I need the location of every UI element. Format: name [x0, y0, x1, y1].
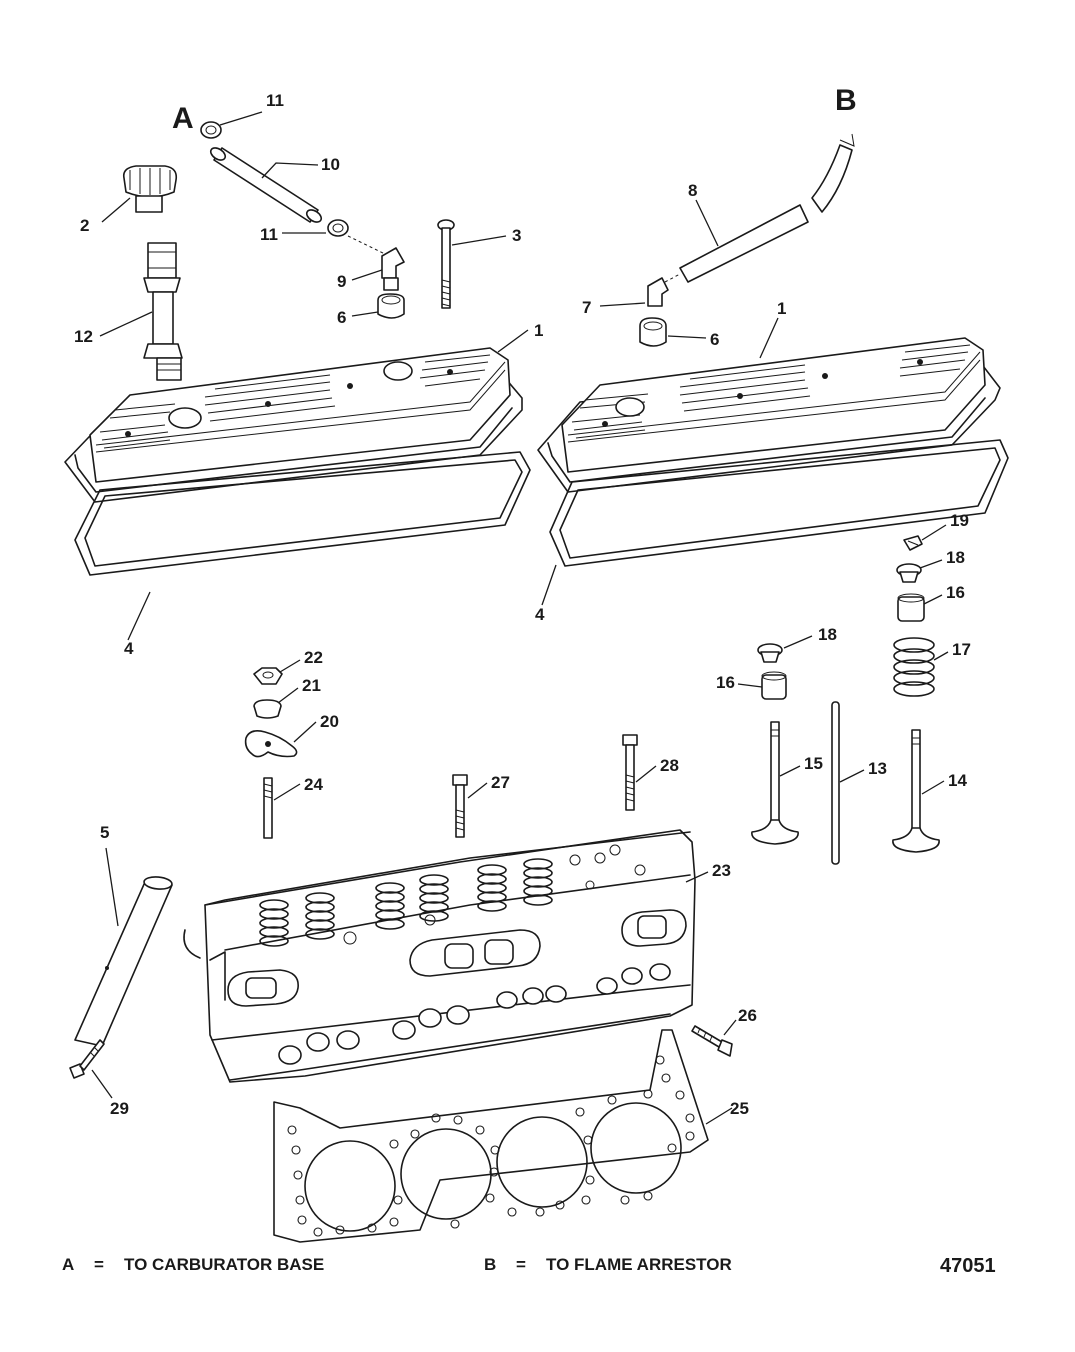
pushrod-13: [831, 701, 840, 865]
bolt-26: [691, 1025, 733, 1057]
callout-18-upper: 18: [946, 548, 965, 567]
rocker-ball-21: [253, 699, 282, 719]
valve-14: [892, 729, 940, 853]
grommet-6-left: [377, 293, 405, 319]
cylinder-head-23: [183, 829, 696, 1083]
valve-seal-16-lower: [761, 671, 787, 700]
valve-cover-left: [64, 347, 523, 503]
callout-2: 2: [80, 216, 89, 235]
dowel-plate-5: [74, 876, 173, 1047]
callout-19: 19: [950, 511, 969, 530]
valve-cap-18-upper: [896, 563, 922, 583]
head-bolt-27: [452, 774, 468, 838]
valve-15: [751, 721, 799, 845]
callout-20: 20: [320, 712, 339, 731]
valve-cap-18-lower: [757, 643, 783, 663]
hose-clamp-11-top: [200, 121, 222, 139]
callout-7: 7: [582, 298, 591, 317]
legend-a: A = TO CARBURATOR BASE: [62, 1255, 324, 1275]
legend-b-equals: =: [516, 1255, 526, 1274]
head-bolt-28: [622, 734, 638, 811]
callout-16-lower: 16: [716, 673, 735, 692]
assembly-line-left: [347, 235, 386, 255]
bolt-3: [437, 219, 455, 309]
callout-3: 3: [512, 226, 521, 245]
legend-a-equals: =: [94, 1255, 104, 1274]
callout-4-right: 4: [535, 605, 545, 624]
valve-seal-16-upper: [897, 593, 925, 622]
hose-clamp-11-bottom: [327, 219, 349, 237]
label-letter-b: B: [835, 84, 857, 117]
valve-cover-gasket-left: [74, 451, 531, 576]
valve-spring-17: [893, 637, 935, 697]
callout-29: 29: [110, 1099, 129, 1118]
valve-cover-gasket-right: [549, 439, 1009, 567]
callout-17: 17: [952, 640, 971, 659]
callout-13: 13: [868, 759, 887, 778]
legend-b-key: B: [484, 1255, 497, 1274]
rocker-stud-24: [263, 777, 273, 839]
callout-26: 26: [738, 1006, 757, 1025]
callout-1-right: 1: [777, 299, 786, 318]
leader-lines: [91, 111, 949, 1125]
callout-5: 5: [100, 823, 109, 842]
valve-cover-right: [537, 337, 1001, 493]
callout-18-lower: 18: [818, 625, 837, 644]
label-letter-a: A: [172, 102, 194, 135]
legend-a-key: A: [62, 1255, 75, 1274]
figure-number: 47051: [940, 1255, 996, 1277]
elbow-fitting-7: [647, 273, 681, 307]
callout-23: 23: [712, 861, 731, 880]
rocker-nut-22: [253, 667, 283, 685]
elbow-fitting-9: [381, 247, 405, 291]
hose-10: [209, 147, 323, 223]
callout-14: 14: [948, 771, 967, 790]
breather-tube-12: [143, 242, 183, 381]
callout-24: 24: [304, 775, 323, 794]
callout-22: 22: [304, 648, 323, 667]
callout-9: 9: [337, 272, 346, 291]
callout-11-top: 11: [266, 91, 284, 110]
callout-10: 10: [321, 155, 340, 174]
callout-27: 27: [491, 773, 510, 792]
head-valve-springs: [259, 858, 553, 947]
callout-28: 28: [660, 756, 679, 775]
callout-4-left: 4: [124, 639, 134, 658]
callout-16-upper: 16: [946, 583, 965, 602]
hose-8: [679, 133, 855, 283]
head-gasket-25: [273, 1029, 709, 1243]
callout-6-right: 6: [710, 330, 719, 349]
callout-numbers: 11 10 2 11 3 9 6 12 1 4 8 7 6 1 4 19 18 …: [74, 91, 971, 1118]
valve-keys-19: [903, 535, 923, 551]
legend-a-text: TO CARBURATOR BASE: [124, 1255, 325, 1274]
callout-15: 15: [804, 754, 823, 773]
callout-12: 12: [74, 327, 93, 346]
legend-b-text: TO FLAME ARRESTOR: [546, 1255, 732, 1274]
callout-1-left: 1: [534, 321, 543, 340]
legend-b: B = TO FLAME ARRESTOR: [484, 1255, 732, 1275]
callout-21: 21: [302, 676, 321, 695]
callout-6-left: 6: [337, 308, 346, 327]
oil-filler-cap: [122, 165, 178, 213]
rocker-arm-20: [244, 730, 298, 758]
grommet-6-right: [639, 317, 667, 347]
callout-11-bottom: 11: [260, 225, 278, 244]
callout-8: 8: [688, 181, 697, 200]
bolt-29: [69, 1039, 105, 1079]
callout-25: 25: [730, 1099, 749, 1118]
